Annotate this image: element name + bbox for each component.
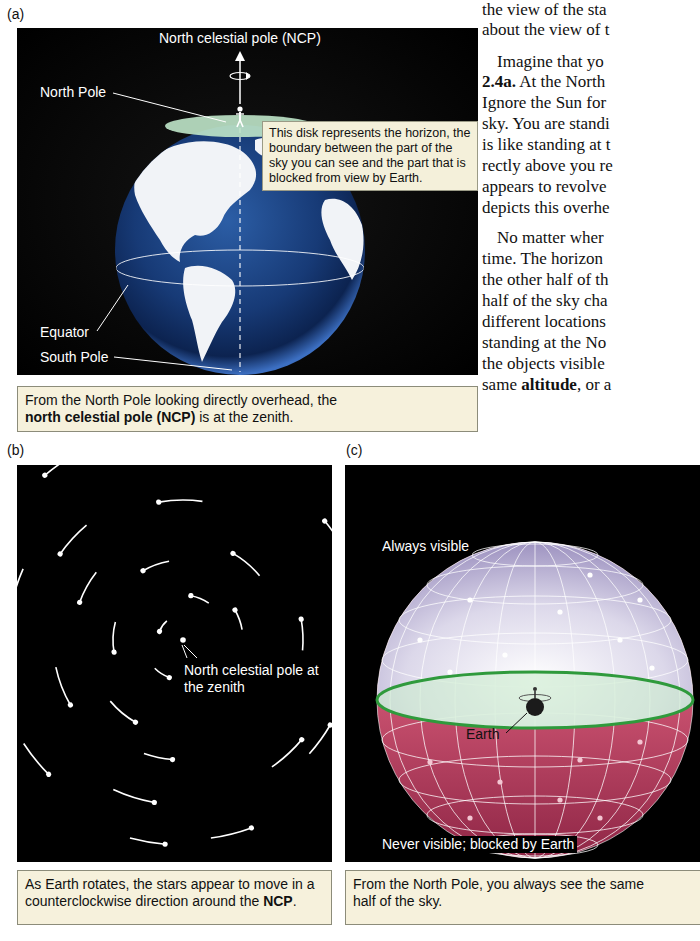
body-text-line: the other half of th <box>482 270 609 290</box>
bold-run: altitude <box>521 375 577 394</box>
figure-label: South Pole <box>40 349 109 366</box>
box-text: This disk represents the horizon, the bo… <box>269 126 471 186</box>
figure-label: Earth <box>466 726 499 743</box>
box-text: From the North Pole looking directly ove… <box>25 392 343 426</box>
figure-label: North celestial pole at the zenith <box>184 662 324 696</box>
body-text-line: the objects visible <box>482 354 605 374</box>
body-text-line: Ignore the Sun for <box>482 93 606 113</box>
panel-a-art <box>17 28 478 375</box>
body-text-line: half of the sky cha <box>482 291 608 311</box>
body-text-line: the view of the sta <box>482 0 607 20</box>
body-text-line: rectly above you re <box>482 156 613 176</box>
body-text-line: time. The horizon <box>482 249 603 269</box>
panel-letter: (b) <box>7 442 24 459</box>
body-text-line: appears to revolve <box>482 177 607 197</box>
body-text-line: about the view of t <box>482 20 609 40</box>
bold-run: north celestial pole (NCP) <box>25 409 195 425</box>
panel-c-art <box>345 465 700 862</box>
body-text-line: 2.4a. At the North <box>482 72 605 92</box>
panel-letter: (a) <box>7 6 24 23</box>
caption-box: As Earth rotates, the stars appear to mo… <box>17 870 332 925</box>
box-text: From the North Pole, you always see the … <box>353 876 658 910</box>
caption-box: From the North Pole, you always see the … <box>345 870 700 925</box>
body-text-line: Imagine that yo <box>497 52 604 72</box>
box-text: As Earth rotates, the stars appear to mo… <box>25 876 324 910</box>
body-text-line: same altitude, or a <box>482 375 611 395</box>
body-text-line: different locations <box>482 312 606 332</box>
bold-run: 2.4a. <box>482 72 516 91</box>
figure-label: Never visible; blocked by Earth <box>379 836 577 853</box>
figure-label: Always visible <box>379 538 472 555</box>
body-text-line: depicts this overhe <box>482 198 609 218</box>
bold-run: NCP <box>263 893 293 909</box>
figure-label: North celestial pole (NCP) <box>159 30 321 47</box>
body-text-line: No matter wher <box>497 228 604 248</box>
figure-label: Equator <box>40 324 89 341</box>
figure-label: North Pole <box>40 84 106 101</box>
body-text-line: is like standing at t <box>482 135 610 155</box>
callout-box: This disk represents the horizon, the bo… <box>262 121 478 191</box>
body-text-line: standing at the No <box>482 333 606 353</box>
caption-box: From the North Pole looking directly ove… <box>17 386 478 432</box>
panel-letter: (c) <box>346 442 362 459</box>
body-text-line: sky. You are standi <box>482 114 610 134</box>
